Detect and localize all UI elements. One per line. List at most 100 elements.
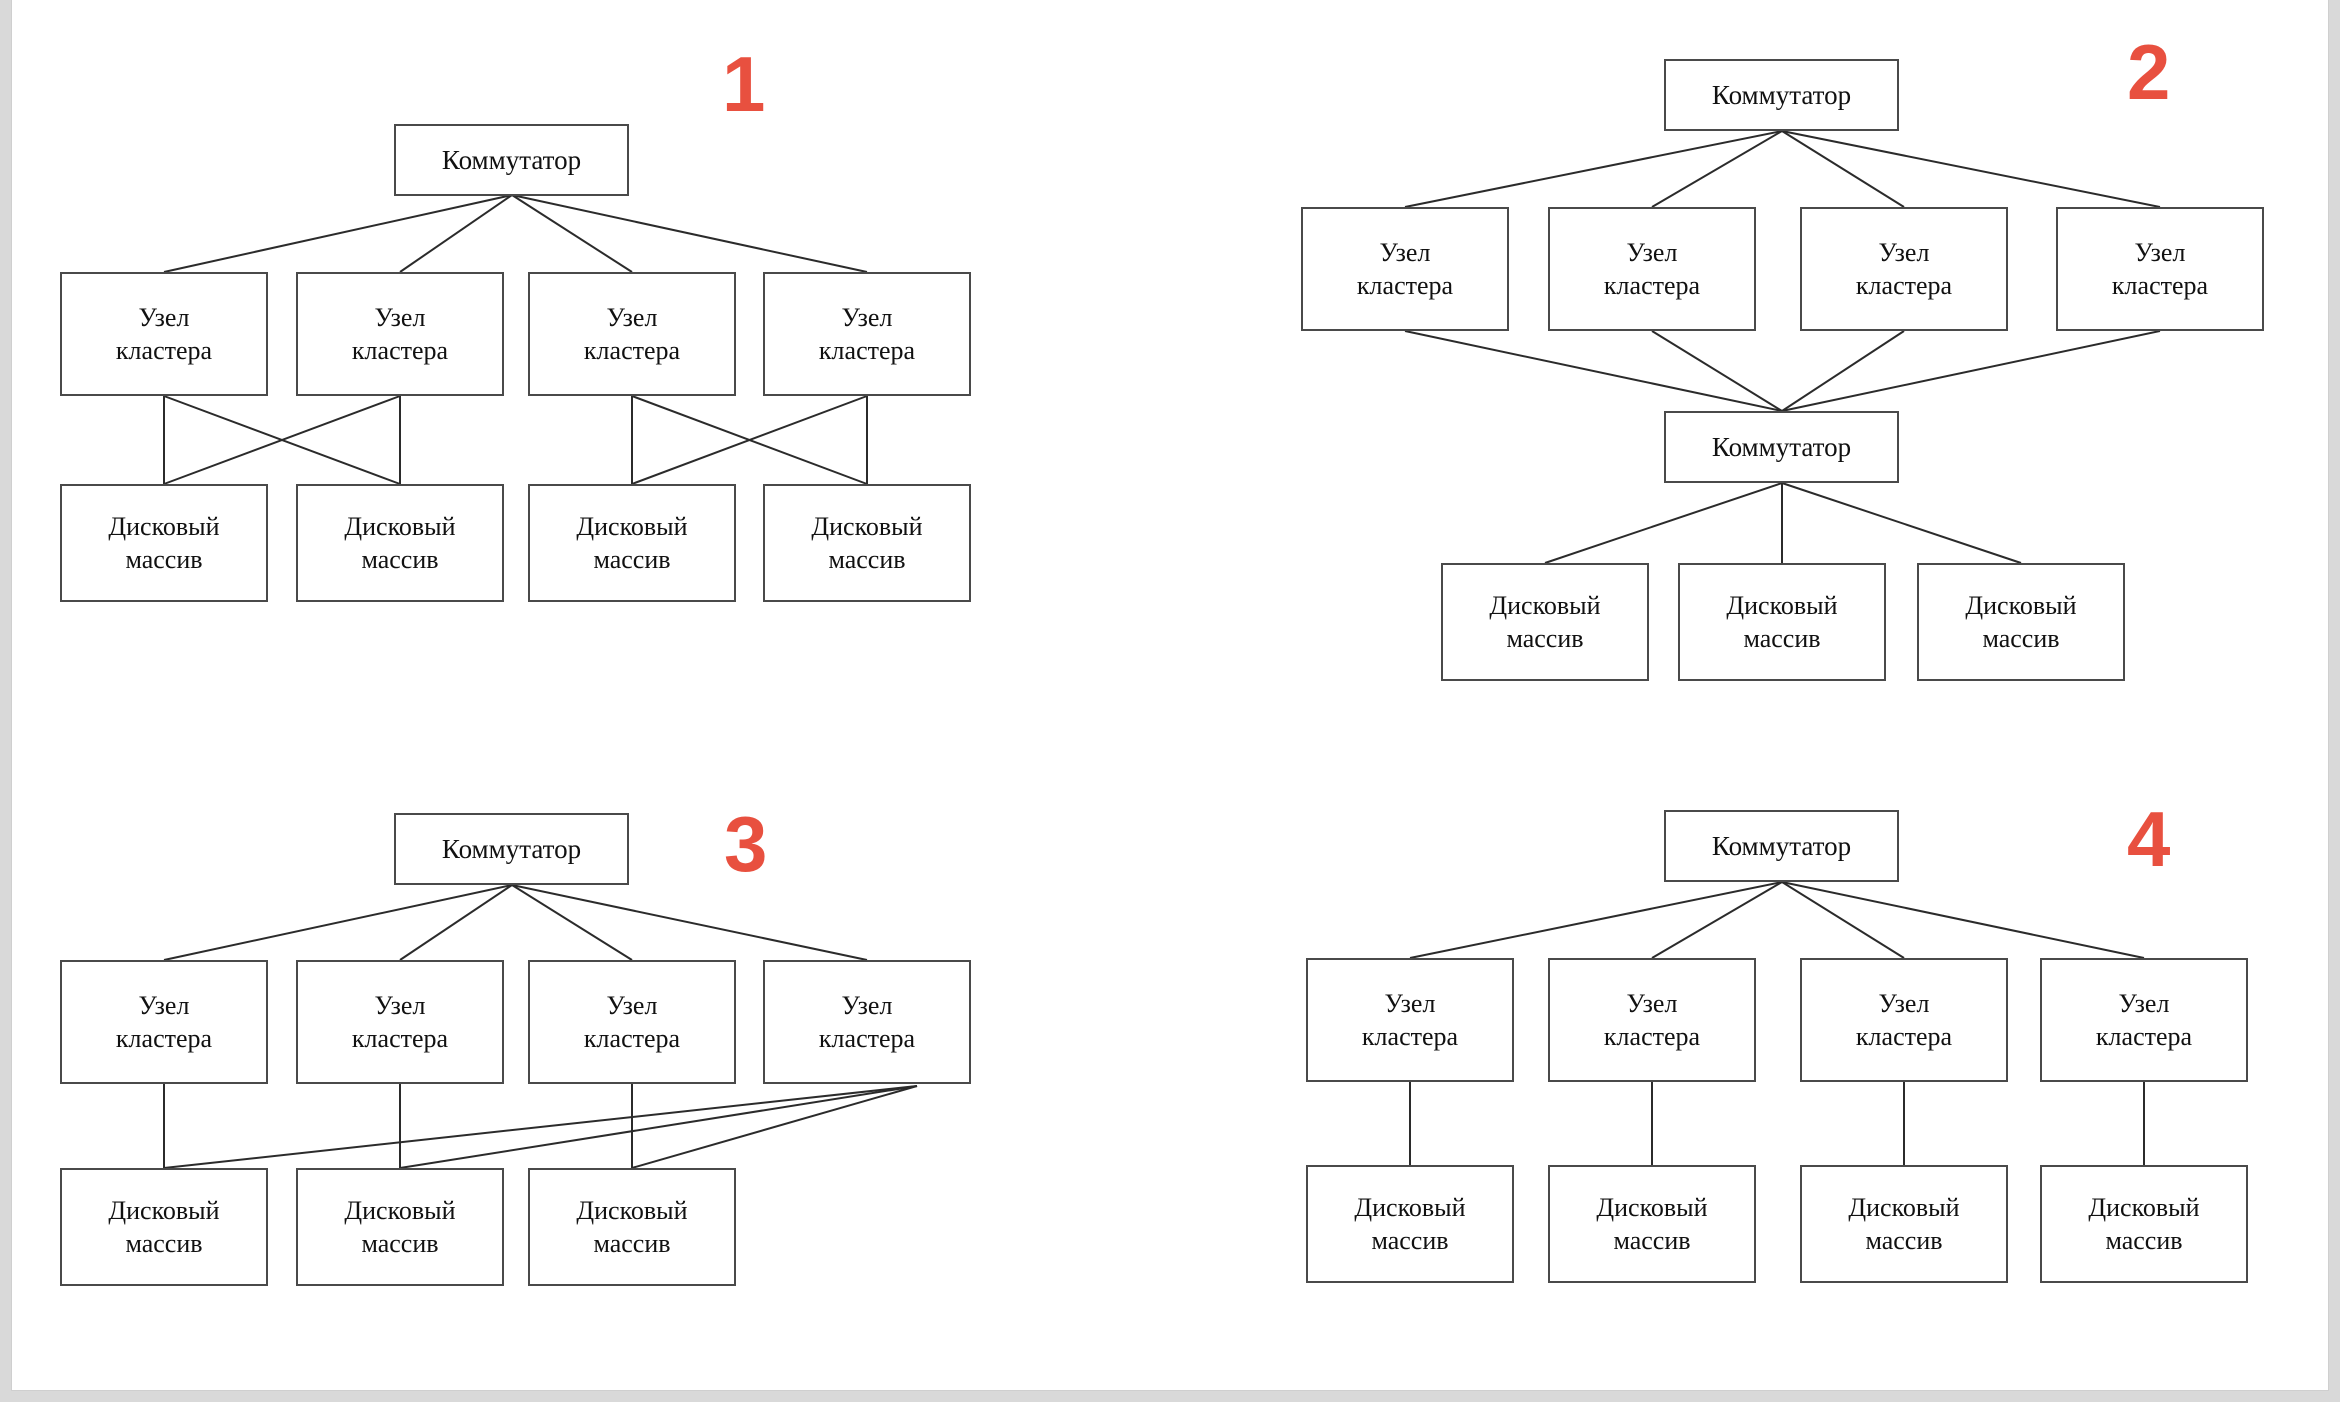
edge-node4-array3 xyxy=(631,1085,918,1169)
edge-switch2-array3 xyxy=(1781,482,2022,564)
node-label-line2: кластера xyxy=(2111,271,2209,300)
diagram-4-cluster-node-2[interactable]: Узел кластера xyxy=(1548,958,1756,1082)
array-label-line2: массив xyxy=(125,1229,203,1258)
node-label-line1: Узел xyxy=(606,991,658,1020)
array-label-line2: массив xyxy=(1371,1226,1449,1255)
diagram-2-disk-array-3[interactable]: Дисковый массив xyxy=(1917,563,2125,681)
diagram-3-cluster-node-3[interactable]: Узел кластера xyxy=(528,960,736,1084)
diagram-4-cluster-node-3[interactable]: Узел кластера xyxy=(1800,958,2008,1082)
node-label-line1: Узел xyxy=(841,303,893,332)
switch-label: Коммутатор xyxy=(1711,80,1852,110)
diagram-3-disk-array-1[interactable]: Дисковый массив xyxy=(60,1168,268,1286)
diagram-1-disk-array-3[interactable]: Дисковый массив xyxy=(528,484,736,602)
diagram-4-disk-array-4[interactable]: Дисковый массив xyxy=(2040,1165,2248,1283)
diagram-3-disk-array-2[interactable]: Дисковый массив xyxy=(296,1168,504,1286)
node-label-line2: кластера xyxy=(583,1024,681,1053)
array-label-line2: массив xyxy=(1743,624,1821,653)
edge-switch-node3 xyxy=(1781,881,1905,959)
diagram-4-switch[interactable]: Коммутатор xyxy=(1664,810,1899,882)
node-label-line2: кластера xyxy=(115,1024,213,1053)
node-label-line2: кластера xyxy=(1361,1022,1459,1051)
edge-node2-array1 xyxy=(163,395,401,485)
diagram-3-numeral: 3 xyxy=(724,800,768,888)
switch-label: Коммутатор xyxy=(441,834,582,864)
diagram-2-cluster-node-3[interactable]: Узел кластера xyxy=(1800,207,2008,331)
diagram-2-cluster-node-2[interactable]: Узел кластера xyxy=(1548,207,1756,331)
edge-switch1-node4 xyxy=(1781,130,2161,208)
diagram-4-disk-array-1[interactable]: Дисковый массив xyxy=(1306,1165,1514,1283)
edge-switch1-node1 xyxy=(1404,130,1783,208)
node-label-line2: кластера xyxy=(1356,271,1454,300)
edge-switch1-node3 xyxy=(1781,130,1905,208)
diagram-1-cluster-node-4[interactable]: Узел кластера xyxy=(763,272,971,396)
node-label-line1: Узел xyxy=(1626,989,1678,1018)
node-label-line1: Узел xyxy=(138,991,190,1020)
edge-switch-node1 xyxy=(1409,881,1783,959)
diagram-3-disk-array-3[interactable]: Дисковый массив xyxy=(528,1168,736,1286)
diagram-1-cluster-node-1[interactable]: Узел кластера xyxy=(60,272,268,396)
node-label-line2: кластера xyxy=(351,1024,449,1053)
diagram-1-disk-array-1[interactable]: Дисковый массив xyxy=(60,484,268,602)
diagram-1-cluster-node-3[interactable]: Узел кластера xyxy=(528,272,736,396)
edge-switch-node4 xyxy=(1781,881,2145,959)
edge-node4-array3 xyxy=(631,395,868,485)
array-label-line2: массив xyxy=(1506,624,1584,653)
edge-switch-node4 xyxy=(511,884,868,961)
diagram-4-connectors xyxy=(1409,881,2145,1165)
diagram-2-cluster-node-4[interactable]: Узел кластера xyxy=(2056,207,2264,331)
array-label-line1: Дисковый xyxy=(344,1196,456,1225)
node-label-line1: Узел xyxy=(374,303,426,332)
diagram-1-cluster-node-2[interactable]: Узел кластера xyxy=(296,272,504,396)
edge-node4-switch2 xyxy=(1781,330,2161,412)
diagram-1-disk-array-2[interactable]: Дисковый массив xyxy=(296,484,504,602)
node-label-line1: Узел xyxy=(2134,238,2186,267)
diagram-4-cluster-node-4[interactable]: Узел кластера xyxy=(2040,958,2248,1082)
array-label-line2: массив xyxy=(1613,1226,1691,1255)
edge-switch-node3 xyxy=(511,884,633,961)
diagram-2-connectors xyxy=(1404,130,2161,564)
diagram-4-cluster-node-1[interactable]: Узел кластера xyxy=(1306,958,1514,1082)
diagram-2-numeral: 2 xyxy=(2127,28,2171,116)
node-label-line2: кластера xyxy=(1603,1022,1701,1051)
node-label-line1: Узел xyxy=(1626,238,1678,267)
node-label-line2: кластера xyxy=(818,336,916,365)
array-label-line2: массив xyxy=(593,545,671,574)
diagram-1: 1 Коммутатор Узел кластера Узел xyxy=(12,0,1072,660)
edge-switch-node2 xyxy=(1651,881,1783,959)
array-label-line1: Дисковый xyxy=(811,512,923,541)
diagram-3-cluster-node-4[interactable]: Узел кластера xyxy=(763,960,971,1084)
node-label-line2: кластера xyxy=(818,1024,916,1053)
diagram-1-disk-array-4[interactable]: Дисковый массив xyxy=(763,484,971,602)
switch-label: Коммутатор xyxy=(441,145,582,175)
edge-switch-node1 xyxy=(163,194,513,273)
array-label-line2: массив xyxy=(361,545,439,574)
edge-node4-array1 xyxy=(163,1085,918,1169)
node-label-line2: кластера xyxy=(351,336,449,365)
array-label-line1: Дисковый xyxy=(1489,591,1601,620)
diagram-2-disk-array-2[interactable]: Дисковый массив xyxy=(1678,563,1886,681)
diagram-2-switch-top[interactable]: Коммутатор xyxy=(1664,59,1899,131)
array-label-line2: массив xyxy=(361,1229,439,1258)
diagram-2-switch-bottom[interactable]: Коммутатор xyxy=(1664,411,1899,483)
array-label-line1: Дисковый xyxy=(576,1196,688,1225)
diagram-2-disk-array-1[interactable]: Дисковый массив xyxy=(1441,563,1649,681)
edge-node2-switch2 xyxy=(1651,330,1783,412)
diagram-2: 2 Коммутатор Узел кластера Узел кл xyxy=(1282,0,2328,720)
diagram-3-cluster-node-1[interactable]: Узел кластера xyxy=(60,960,268,1084)
diagram-1-switch[interactable]: Коммутатор xyxy=(394,124,629,196)
diagram-3-switch[interactable]: Коммутатор xyxy=(394,813,629,885)
node-label-line1: Узел xyxy=(841,991,893,1020)
diagram-4-disk-array-2[interactable]: Дисковый массив xyxy=(1548,1165,1756,1283)
diagram-3-cluster-node-2[interactable]: Узел кластера xyxy=(296,960,504,1084)
diagram-3: 3 Коммутатор Узел кластера Узел кластера xyxy=(12,690,1072,1390)
diagram-2-cluster-node-1[interactable]: Узел кластера xyxy=(1301,207,1509,331)
array-label-line1: Дисковый xyxy=(1726,591,1838,620)
array-label-line1: Дисковый xyxy=(1965,591,2077,620)
edge-switch-node2 xyxy=(399,884,513,961)
node-label-line1: Узел xyxy=(2118,989,2170,1018)
diagram-4-disk-array-3[interactable]: Дисковый массив xyxy=(1800,1165,2008,1283)
switch-label: Коммутатор xyxy=(1711,432,1852,462)
node-label-line2: кластера xyxy=(1855,271,1953,300)
node-label-line2: кластера xyxy=(115,336,213,365)
array-label-line2: массив xyxy=(1865,1226,1943,1255)
